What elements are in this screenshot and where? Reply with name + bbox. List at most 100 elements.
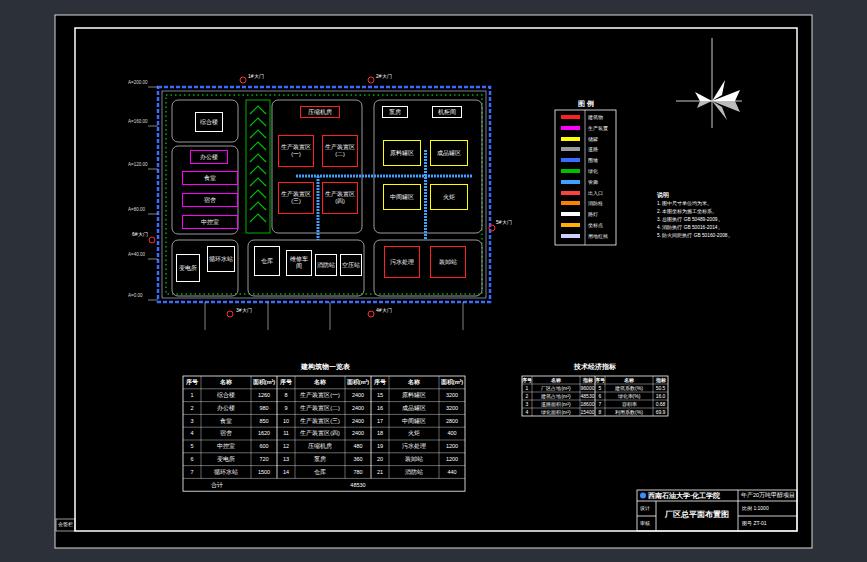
building-box: 中控室 — [182, 215, 238, 229]
tick — [148, 169, 158, 170]
building-box: 仓库 — [254, 246, 280, 276]
inner-frame — [75, 28, 797, 531]
tick — [148, 214, 158, 215]
drawing-title: 厂区总平面布置图 — [657, 510, 737, 519]
table-cell: 5 — [183, 443, 201, 450]
green-chevron — [250, 106, 266, 114]
table-rule — [251, 376, 252, 478]
legend-swatch — [561, 115, 580, 119]
legend-text: 坐标点 — [588, 221, 603, 229]
table-frame — [522, 376, 668, 416]
gate-symbol — [368, 77, 374, 83]
project-name: 年产20万吨甲醇项目 — [740, 492, 796, 499]
building-box: 生产装置区(一) — [278, 135, 314, 167]
legend-text: 用地红线 — [588, 232, 608, 240]
compass-petal — [712, 80, 725, 101]
table-cell: 21 — [371, 469, 389, 476]
table-cell: 建筑占地(m²) — [532, 393, 580, 399]
building-name: 原料罐区 — [390, 150, 414, 157]
building-name: 生产装置区(二) — [324, 144, 356, 157]
legend-swatch — [561, 126, 580, 130]
table-cell: 2400 — [345, 430, 371, 437]
legend-text: 建筑物 — [588, 113, 603, 121]
title-field: 比例 1:1000 — [742, 505, 769, 511]
green-chevron — [250, 166, 266, 174]
table-rule — [183, 478, 465, 479]
table-rule — [183, 465, 465, 466]
table-cell: 变电所 — [201, 456, 251, 463]
table-cell: 400 — [439, 430, 465, 437]
table-cell: 2 — [522, 393, 532, 399]
building-box: 宿舍 — [182, 193, 238, 207]
building-box: 维修车间 — [286, 250, 312, 276]
note-line: 2. 本图坐标为施工坐标系。 — [657, 209, 717, 215]
building-name: 污水处理 — [390, 259, 414, 266]
legend-text: 消防栓 — [588, 199, 603, 207]
coordinate-label: A=200.00 — [128, 80, 147, 85]
table-cell: 序号 — [183, 379, 201, 386]
table-cell: 利用系数(%) — [605, 409, 653, 415]
table-cell: 1620 — [251, 430, 277, 437]
table-cell: 10 — [277, 418, 295, 425]
gates — [149, 77, 495, 317]
building-box: 食堂 — [182, 171, 238, 185]
table-cell: 8 — [595, 409, 605, 415]
legend-text: 绿化 — [588, 167, 598, 175]
road-block — [172, 240, 238, 296]
tick — [148, 259, 158, 260]
tick — [330, 302, 331, 330]
building-name: 维修车间 — [288, 256, 310, 269]
table-cell: 850 — [251, 418, 277, 425]
coordinate-label: A=120.00 — [128, 162, 147, 167]
table-rule — [201, 376, 202, 478]
legend-swatch — [561, 158, 580, 162]
legend-text: 出入口 — [588, 189, 603, 197]
building-box: 污水处理 — [384, 246, 420, 278]
tick — [268, 302, 269, 330]
legend-swatch — [561, 137, 580, 141]
gate-symbol — [489, 225, 495, 231]
table-cell: 2800 — [439, 418, 465, 425]
tick — [205, 302, 206, 330]
legend-swatch — [561, 191, 580, 195]
table-cell: 2400 — [345, 405, 371, 412]
title-block — [637, 490, 797, 531]
building-box: 泵房 — [382, 106, 408, 118]
legend-swatch — [561, 223, 580, 227]
table-cell: 绿化面积(m²) — [532, 409, 580, 415]
table-cell: 生产装置区(二) — [295, 405, 345, 412]
building-box: 生产装置区(二) — [322, 135, 358, 167]
building-box: 火炬 — [430, 184, 468, 210]
compass-petal — [712, 101, 740, 112]
table-title: 技术经济指标 — [565, 363, 625, 371]
green-chevron — [250, 178, 266, 186]
table-rule — [439, 376, 440, 478]
table-cell: 96000 — [580, 385, 595, 391]
table-cell: 泵房 — [295, 456, 345, 463]
table-title: 建构筑物一览表 — [290, 363, 360, 371]
building-name: 中间罐区 — [390, 194, 414, 201]
building-name: 变电所 — [179, 265, 197, 272]
table-cell: 生产装置区(四) — [295, 430, 345, 437]
compass-petal — [712, 101, 727, 120]
building-box: 办公楼 — [190, 150, 228, 164]
building-box: 循环水站 — [207, 246, 235, 272]
building-name: 循环水站 — [209, 256, 233, 263]
building-box: 中间罐区 — [383, 184, 421, 210]
table-cell: 压缩机房 — [295, 443, 345, 450]
table-cell: 11 — [277, 430, 295, 437]
table-cell: 720 — [251, 456, 277, 463]
legend-swatch — [561, 201, 580, 205]
title-rule — [738, 490, 739, 531]
table-cell: 2400 — [345, 392, 371, 399]
green-chevron — [250, 154, 266, 162]
table-cell: 面积(m²) — [251, 379, 277, 386]
legend-text: 路灯 — [588, 210, 598, 218]
building-name: 仓库 — [261, 258, 273, 265]
green-strip — [246, 100, 270, 233]
table-cell: 原料罐区 — [389, 392, 439, 399]
table-cell: 厂区占地(m²) — [532, 385, 580, 391]
table-rule — [183, 414, 465, 415]
table-rule — [371, 376, 372, 478]
table-rule — [580, 376, 581, 416]
